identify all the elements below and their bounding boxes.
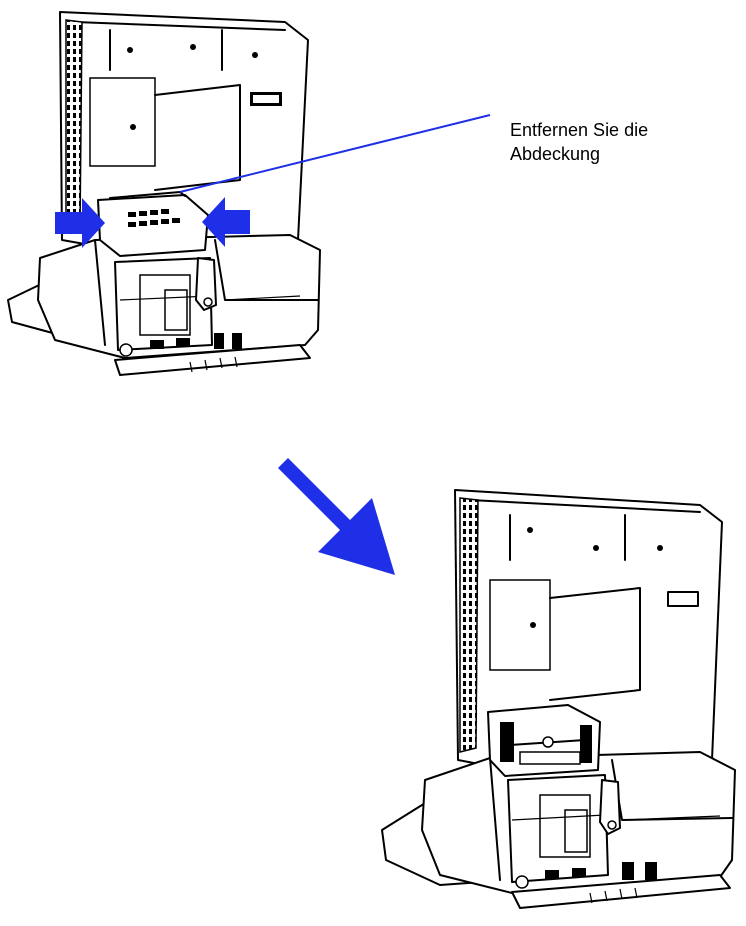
terminal-before-illustration xyxy=(7,11,321,376)
callout-leader-line xyxy=(179,114,491,193)
terminal-after-illustration xyxy=(381,489,736,909)
step-arrow-icon xyxy=(258,458,395,575)
press-arrow-left xyxy=(55,198,105,248)
press-arrow-right xyxy=(202,197,250,247)
callout-remove-cover-label: Entfernen Sie die Abdeckung xyxy=(510,120,649,164)
